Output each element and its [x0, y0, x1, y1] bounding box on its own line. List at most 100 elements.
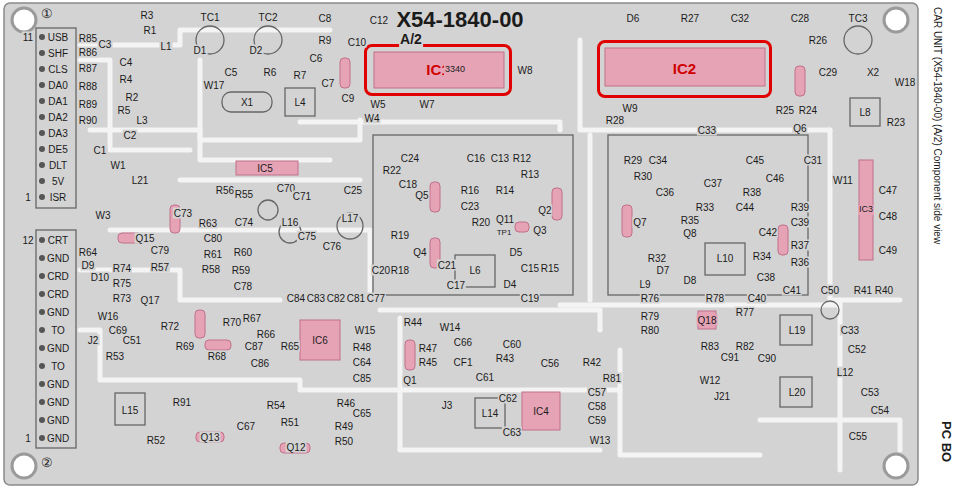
pad [39, 381, 45, 387]
capacitor-outline [258, 200, 278, 220]
part-label: L12 [836, 367, 855, 378]
transistor-footprint [195, 310, 205, 338]
part-label: C42 [758, 227, 778, 238]
part-label: C46 [765, 173, 785, 184]
part-label: R74 [112, 263, 132, 274]
part-label: Q4 [412, 247, 427, 258]
part-label: C25 [343, 185, 363, 196]
part-label: R80 [640, 325, 660, 336]
part-label: C24 [400, 153, 420, 164]
part-label: R1 [143, 25, 158, 36]
pin-name: GND [46, 397, 70, 408]
pin-name: USB [47, 32, 70, 43]
board-number: X54-1840-00 [395, 8, 524, 32]
pin-name: ISR [49, 192, 68, 203]
part-label: R5 [117, 105, 132, 116]
part-label: C58 [587, 401, 607, 412]
coil-outline [780, 315, 812, 345]
trace [300, 122, 560, 130]
part-label: R37 [790, 240, 810, 251]
connector-pads [39, 34, 45, 441]
part-label: C78 [233, 281, 253, 292]
ic-name: IC2 [673, 61, 696, 78]
part-label: C40 [747, 293, 767, 304]
part-label: C20 [371, 265, 391, 276]
pin-name: 5V [51, 176, 65, 187]
pad [39, 363, 45, 369]
part-label: R47 [418, 343, 438, 354]
part-label: C41 [782, 285, 802, 296]
part-label: Q13 [200, 432, 221, 443]
pin-name: SHF [47, 48, 69, 59]
pad [39, 327, 45, 333]
pad [39, 34, 45, 40]
part-label: C83 [306, 293, 326, 304]
transistor-footprint [622, 205, 632, 237]
part-label: R44 [403, 317, 423, 328]
part-label: C49 [878, 245, 898, 256]
part-label: W16 [97, 311, 120, 322]
part-label: C47 [878, 185, 898, 196]
part-label: C62 [498, 393, 518, 404]
part-label: C23 [460, 201, 480, 212]
part-label: C86 [250, 358, 270, 369]
part-label: C80 [203, 233, 223, 244]
part-label: R65 [280, 341, 300, 352]
part-label: C38 [756, 272, 776, 283]
component-outlines [36, 26, 880, 448]
part-label: C81 [346, 293, 366, 304]
part-label: C73 [173, 208, 193, 219]
part-label: R52 [146, 435, 166, 446]
part-label: R28 [605, 115, 625, 126]
chip-marking: 3340 [444, 65, 466, 75]
part-label: C71 [292, 191, 312, 202]
coil-outline [115, 393, 145, 425]
part-label: D9 [81, 260, 96, 271]
part-label: W12 [699, 375, 722, 386]
trace [560, 303, 840, 308]
connector-outline [36, 28, 76, 208]
part-label: C87 [244, 341, 264, 352]
pad [39, 399, 45, 405]
part-label: C10 [347, 37, 367, 48]
part-label: R51 [280, 417, 300, 428]
part-label: W18 [894, 77, 917, 88]
part-label: C29 [818, 67, 838, 78]
part-label: R57 [150, 262, 170, 273]
part-label: W1 [110, 160, 127, 171]
part-label: L20 [788, 387, 807, 398]
part-label: C7 [321, 78, 336, 89]
part-label: C32 [730, 13, 750, 24]
part-label: R67 [242, 313, 262, 324]
trace [80, 330, 620, 390]
part-label: D8 [683, 275, 698, 286]
part-label: Q8 [682, 228, 697, 239]
part-label: C1 [93, 145, 108, 156]
trace [80, 30, 330, 45]
part-label: R89 [78, 99, 98, 110]
trimmer-outline [844, 26, 872, 54]
part-label: C63 [502, 427, 522, 438]
part-label: R68 [207, 351, 227, 362]
part-label: J2 [87, 335, 100, 346]
coil-outline [850, 98, 880, 126]
part-label: R13 [520, 169, 540, 180]
transistor-footprint [795, 66, 805, 96]
connector-number: 11 [22, 32, 34, 43]
part-label: R59 [231, 265, 251, 276]
part-label: R20 [471, 217, 491, 228]
connector-number: 1 [24, 433, 32, 444]
ic-footprint [236, 161, 298, 175]
part-label: R58 [201, 264, 221, 275]
part-label: C21 [437, 260, 457, 271]
part-label: Q17 [140, 295, 161, 306]
pad [39, 255, 45, 261]
pin-name: DA3 [47, 128, 68, 139]
part-label: R78 [705, 293, 725, 304]
part-label: R34 [752, 251, 772, 262]
shield-can [373, 135, 573, 295]
transistor-footprint [340, 58, 350, 88]
part-label: Q3 [532, 225, 547, 236]
trace [760, 420, 900, 450]
